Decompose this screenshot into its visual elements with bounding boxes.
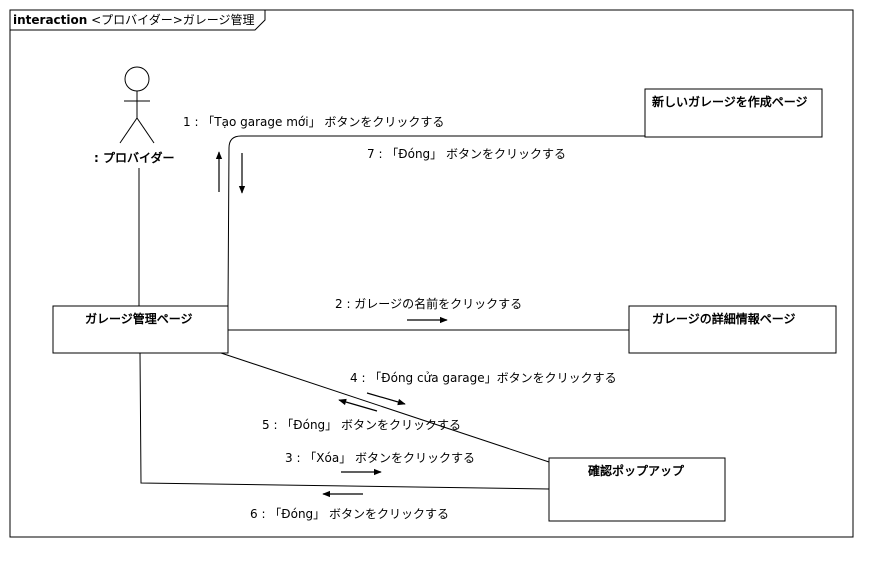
create-page-label: 新しいガレージを作成ページ — [652, 94, 808, 109]
link-manage-popup-diagonal — [217, 351, 550, 463]
link-manage-create — [227, 135, 645, 307]
detail-page-label: ガレージの詳細情報ページ — [652, 311, 796, 326]
actor-name: : プロバイダー — [94, 150, 175, 165]
object-manage-page: ガレージ管理ページ — [52, 305, 229, 354]
arrow-down-right-icon — [366, 392, 406, 406]
message-2: 2 : ガレージの名前をクリックする — [335, 296, 522, 311]
message-7: 7 : 「Đóng」 ボタンをクリックする — [367, 147, 566, 161]
object-detail-page: ガレージの詳細情報ページ — [628, 305, 837, 354]
frame-name: <プロバイダー>ガレージ管理 — [91, 12, 254, 27]
message-5: 5 : 「Đóng」 ボタンをクリックする — [262, 418, 461, 432]
confirm-popup-label: 確認ポップアップ — [588, 463, 685, 478]
actor-left-leg — [119, 117, 138, 144]
link-manage-popup-lower — [139, 351, 550, 490]
message-1: 1 : 「Tạo garage mới」 ボタンをクリックする — [183, 115, 444, 129]
frame-title: interaction <プロバイダー>ガレージ管理 — [13, 12, 255, 27]
message-6: 6 : 「Đóng」 ボタンをクリックする — [250, 507, 449, 521]
actor-right-leg — [136, 117, 155, 144]
object-confirm-popup: 確認ポップアップ — [548, 457, 726, 522]
manage-page-label: ガレージ管理ページ — [85, 311, 193, 326]
message-arrows — [215, 151, 448, 498]
interaction-frame: interaction <プロバイダー>ガレージ管理 — [9, 9, 854, 538]
actor-provider — [119, 66, 155, 144]
message-4: 4 : 「Đóng cửa garage」ボタンをクリックする — [350, 371, 617, 385]
arrow-up-left-icon — [338, 398, 378, 412]
actor-head — [124, 66, 150, 92]
message-3: 3 : 「Xóa」 ボタンをクリックする — [285, 451, 475, 465]
frame-keyword: interaction — [13, 13, 87, 27]
links — [138, 135, 645, 490]
object-create-page: 新しいガレージを作成ページ — [644, 88, 823, 138]
